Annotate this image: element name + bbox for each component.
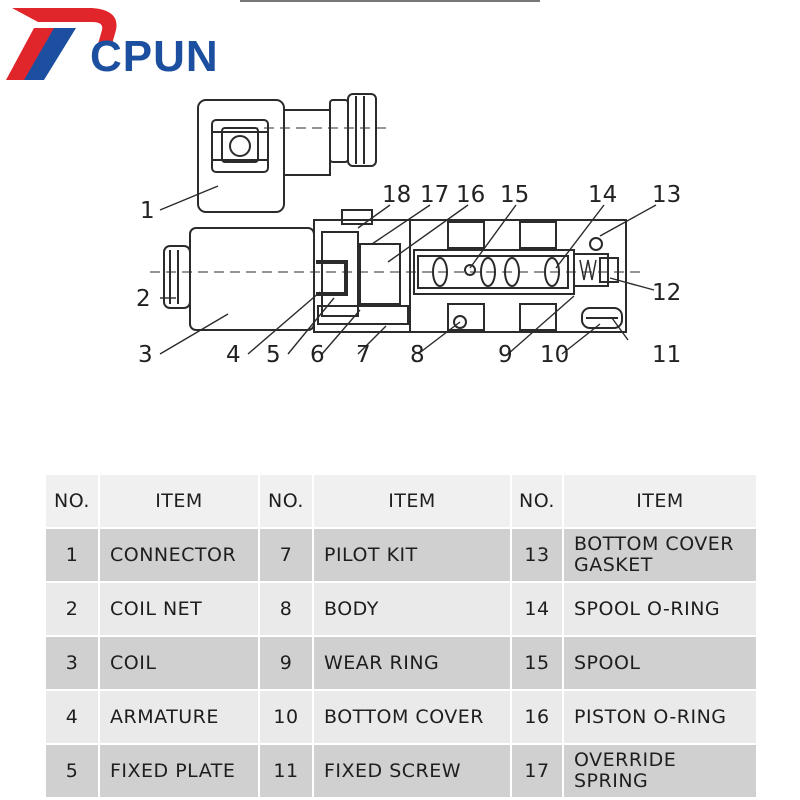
part-number: 10 — [260, 691, 312, 743]
table-row: 1 CONNECTOR 7 PILOT KIT 13 BOTTOM COVER … — [46, 529, 756, 581]
part-number: 16 — [512, 691, 562, 743]
callout-4: 4 — [226, 342, 241, 368]
callout-9: 9 — [498, 342, 513, 368]
col-header-no: NO. — [46, 475, 98, 527]
callout-labels: 1 2 3 4 5 6 7 8 9 10 11 12 13 14 15 16 1… — [136, 182, 681, 368]
callout-13: 13 — [652, 182, 681, 208]
top-divider — [240, 0, 540, 2]
part-number: 2 — [46, 583, 98, 635]
callout-2: 2 — [136, 286, 151, 312]
part-number: 8 — [260, 583, 312, 635]
logo-mark-icon — [6, 8, 117, 80]
col-header-no: NO. — [512, 475, 562, 527]
table-row: 2 COIL NET 8 BODY 14 SPOOL O-RING — [46, 583, 756, 635]
part-name: ARMATURE — [100, 691, 258, 743]
callout-5: 5 — [266, 342, 281, 368]
callout-16: 16 — [456, 182, 485, 208]
part-name: COIL NET — [100, 583, 258, 635]
valve-drawing — [150, 93, 640, 333]
logo-wordmark: CPUN — [90, 32, 219, 81]
part-number: 15 — [512, 637, 562, 689]
part-name: WEAR RING — [314, 637, 510, 689]
part-name: BOTTOM COVER — [314, 691, 510, 743]
callout-15: 15 — [500, 182, 529, 208]
part-name: FIXED SCREW — [314, 745, 510, 797]
part-number: 4 — [46, 691, 98, 743]
col-header-item: ITEM — [100, 475, 258, 527]
part-number: 13 — [512, 529, 562, 581]
col-header-item: ITEM — [314, 475, 510, 527]
callout-10: 10 — [540, 342, 569, 368]
part-name: SPOOL — [564, 637, 756, 689]
part-name: FIXED PLATE — [100, 745, 258, 797]
part-number: 3 — [46, 637, 98, 689]
part-name: OVERRIDE SPRING — [564, 745, 756, 797]
callout-18: 18 — [382, 182, 411, 208]
part-number: 7 — [260, 529, 312, 581]
callout-12: 12 — [652, 280, 681, 306]
part-name: BODY — [314, 583, 510, 635]
col-header-no: NO. — [260, 475, 312, 527]
callout-1: 1 — [140, 198, 155, 224]
valve-section-diagram: 1 2 3 4 5 6 7 8 9 10 11 12 13 14 15 16 1… — [136, 93, 681, 368]
table-row: 3 COIL 9 WEAR RING 15 SPOOL — [46, 637, 756, 689]
callout-7: 7 — [356, 342, 371, 368]
callout-14: 14 — [588, 182, 617, 208]
part-name: COIL — [100, 637, 258, 689]
part-name: PISTON O-RING — [564, 691, 756, 743]
part-name: CONNECTOR — [100, 529, 258, 581]
part-number: 14 — [512, 583, 562, 635]
col-header-item: ITEM — [564, 475, 756, 527]
part-name: SPOOL O-RING — [564, 583, 756, 635]
callout-17: 17 — [420, 182, 449, 208]
part-number: 11 — [260, 745, 312, 797]
table-header-row: NO. ITEM NO. ITEM NO. ITEM — [46, 475, 756, 527]
callout-6: 6 — [310, 342, 325, 368]
part-number: 5 — [46, 745, 98, 797]
table-row: 5 FIXED PLATE 11 FIXED SCREW 17 OVERRIDE… — [46, 745, 756, 797]
callout-8: 8 — [410, 342, 425, 368]
table-row: 4 ARMATURE 10 BOTTOM COVER 16 PISTON O-R… — [46, 691, 756, 743]
part-number: 1 — [46, 529, 98, 581]
part-name: BOTTOM COVER GASKET — [564, 529, 756, 581]
parts-table: NO. ITEM NO. ITEM NO. ITEM 1 CONNECTOR 7… — [44, 473, 758, 799]
part-number: 9 — [260, 637, 312, 689]
callout-11: 11 — [652, 342, 681, 368]
leader-lines — [159, 185, 657, 355]
part-name: PILOT KIT — [314, 529, 510, 581]
part-number: 17 — [512, 745, 562, 797]
callout-3: 3 — [138, 342, 153, 368]
